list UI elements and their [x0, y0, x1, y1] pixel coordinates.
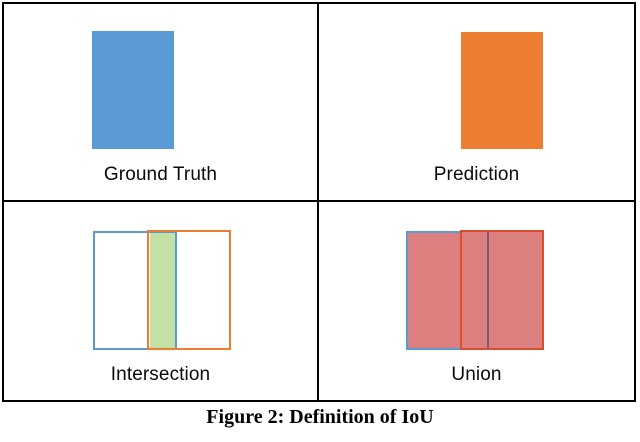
- seam-line: [487, 232, 489, 349]
- prediction-box-filled: [460, 230, 544, 350]
- ground-truth-box: [92, 31, 174, 149]
- panel-intersection: Intersection: [4, 202, 319, 400]
- ground-truth-canvas: [4, 4, 317, 200]
- panel-label-union: Union: [451, 364, 502, 385]
- prediction-box-outline: [147, 230, 231, 350]
- figure-grid-row-bottom: Intersection Union: [4, 202, 634, 400]
- panel-label-prediction: Prediction: [433, 164, 520, 185]
- overlap-region: [150, 233, 175, 348]
- panel-label-intersection: Intersection: [110, 364, 211, 385]
- panel-ground-truth: Ground Truth: [4, 4, 319, 200]
- panel-prediction: Prediction: [319, 4, 634, 200]
- prediction-canvas: [319, 4, 634, 200]
- union-canvas: [319, 202, 634, 400]
- figure-grid-row-top: Ground Truth Prediction: [4, 4, 634, 202]
- figure-caption: Figure 2: Definition of IoU: [206, 406, 434, 428]
- figure-grid: Ground Truth Prediction Intersection: [2, 2, 636, 402]
- prediction-box: [461, 32, 543, 149]
- ground-truth-box-outline: [93, 231, 177, 350]
- panel-label-ground-truth: Ground Truth: [103, 164, 218, 185]
- intersection-canvas: [4, 202, 317, 400]
- panel-union: Union: [319, 202, 634, 400]
